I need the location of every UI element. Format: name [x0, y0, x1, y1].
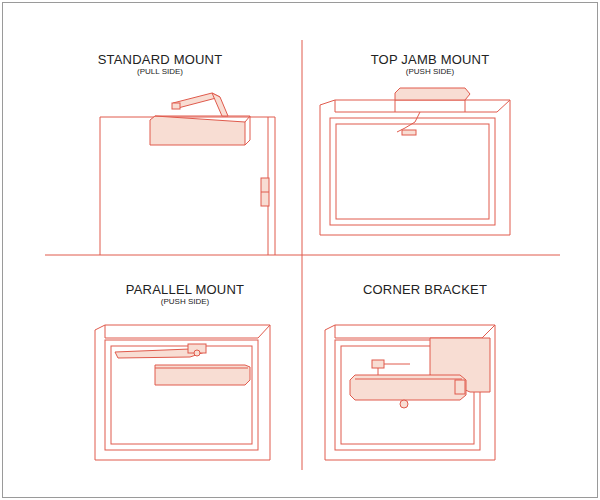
side-note: (PULL SIDE)	[137, 68, 183, 77]
mount-heading: STANDARD MOUNT	[98, 53, 223, 67]
side-note: (PUSH SIDE)	[161, 298, 209, 307]
mount-heading: PARALLEL MOUNT	[126, 283, 244, 297]
side-note: (PUSH SIDE)	[406, 68, 454, 77]
mount-heading: CORNER BRACKET	[363, 283, 487, 297]
mount-heading: TOP JAMB MOUNT	[371, 53, 490, 67]
